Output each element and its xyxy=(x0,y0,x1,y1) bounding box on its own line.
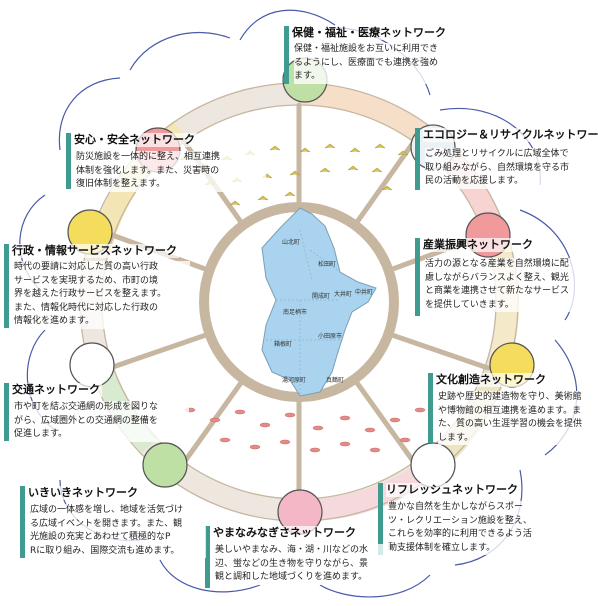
fish-school xyxy=(184,407,426,453)
network-title: やまなみなぎさネットワーク xyxy=(213,526,358,540)
accent-bar xyxy=(415,238,420,316)
network-desc: 活力の源となる産業を自然環境に配慮しながらバランスよく整え、観光と商業を連携させ… xyxy=(425,258,597,312)
network-block-admin: 行政・情報サービスネットワーク 時代の要請に対応した質の高い行政サービスを実現す… xyxy=(4,244,190,330)
network-block-safety: 安心・安全ネットワーク 防災施設を一体的に整え、相互連携体制を強化します。また、… xyxy=(66,133,272,192)
network-desc: 広域の一体感を増し、地域を活気づける広域イベントを開きます。また、観光施設の充実… xyxy=(30,504,206,558)
network-title: 保健・福祉・医療ネットワーク xyxy=(292,26,448,40)
network-block-industry: 産業振興ネットワーク 活力の源となる産業を自然環境に配慮しながらバランスよく整え… xyxy=(415,238,598,318)
accent-bar xyxy=(428,373,433,443)
accent-bar xyxy=(205,526,210,588)
network-desc: ごみ処理とリサイクルに広域全体で取り組みながら、自然環境を守る市民の活動を応援し… xyxy=(425,148,597,189)
network-block-vitality: いきいきネットワーク 広域の一体感を増し、地域を活気づける広域イベントを開きます… xyxy=(20,486,206,560)
network-title: いきいきネットワーク xyxy=(28,486,140,500)
network-title: エコロジー＆リサイクルネットワーク xyxy=(423,128,598,142)
network-desc: 史跡や歴史的建造物を守り、美術館や博物館の相互連携を進めます。また、質の高い生涯… xyxy=(438,391,598,445)
network-block-transport: 交通ネットワーク 市や町を結ぶ交通網の形成を図りながら、広域圏外との交通網の整備… xyxy=(4,383,189,443)
network-block-nature: やまなみなぎさネットワーク 美しいやまなみ、海・湖・川などの水辺、蛍などの生き物… xyxy=(205,526,390,590)
map-label: 湯河原町 xyxy=(282,376,306,384)
network-block-ecology: エコロジー＆リサイクルネットワーク ごみ処理とリサイクルに広域全体で取り組みなが… xyxy=(415,128,598,194)
network-desc: 市や町を結ぶ交通網の形成を図りながら、広域圏外との交通網の整備を促進します。 xyxy=(14,401,189,442)
map-label: 南足柄市 xyxy=(283,308,307,316)
accent-bar xyxy=(284,26,289,84)
accent-bar xyxy=(20,486,25,558)
accent-bar xyxy=(66,133,71,189)
map-label: 箱根町 xyxy=(274,340,292,348)
map-label: 開成町 xyxy=(312,292,330,300)
node-circle-transport xyxy=(69,342,115,388)
network-block-culture: 文化創造ネットワーク 史跡や歴史的建造物を守り、美術館や博物館の相互連携を進めま… xyxy=(428,373,598,445)
node-circle-refresh xyxy=(410,442,456,488)
network-desc: 防災施設を一体的に整え、相互連携体制を強化します。また、災害時の復旧体制を整えま… xyxy=(76,151,266,192)
network-desc: 豊かな自然を生かしながらスポーツ・レクリエーション施設を整え、これらを効率的に利… xyxy=(388,501,588,555)
network-title: リフレッシュネットワーク xyxy=(386,483,520,497)
network-block-refresh: リフレッシュネットワーク 豊かな自然を生かしながらスポーツ・レクリエーション施設… xyxy=(378,483,596,557)
region-map xyxy=(261,207,377,397)
network-desc: 保健・福祉施設をお互いに利用できるようにし、医療面でも連携を強めます。 xyxy=(294,43,466,84)
node-circle-vitality xyxy=(142,442,188,488)
accent-bar xyxy=(378,483,383,555)
network-title: 行政・情報サービスネットワーク xyxy=(12,244,179,258)
network-title: 交通ネットワーク xyxy=(12,383,102,397)
map-labels: 山北町 松田町 開成町 大井町 中井町 南足柄市 小田原市 箱根町 真鶴町 湯河… xyxy=(274,238,373,384)
network-block-welfare: 保健・福祉・医療ネットワーク 保健・福祉施設をお互いに利用できるようにし、医療面… xyxy=(284,26,468,86)
map-label: 真鶴町 xyxy=(326,376,344,384)
map-label: 中井町 xyxy=(355,288,373,296)
map-label: 松田町 xyxy=(318,260,336,268)
network-title: 安心・安全ネットワーク xyxy=(74,133,197,147)
network-desc: 美しいやまなみ、海・湖・川などの水辺、蛍などの生き物を守りながら、景観と調和した… xyxy=(215,544,390,585)
network-title: 文化創造ネットワーク xyxy=(436,373,548,387)
map-label: 山北町 xyxy=(282,238,300,246)
map-label: 小田原市 xyxy=(318,332,342,340)
accent-bar xyxy=(4,383,9,441)
network-title: 産業振興ネットワーク xyxy=(423,238,535,252)
network-desc: 時代の要請に対応した質の高い行政サービスを実現するため、市町の境界を越えた行政サ… xyxy=(14,261,190,329)
map-label: 大井町 xyxy=(334,290,352,298)
accent-bar xyxy=(4,244,9,328)
accent-bar xyxy=(415,128,420,190)
